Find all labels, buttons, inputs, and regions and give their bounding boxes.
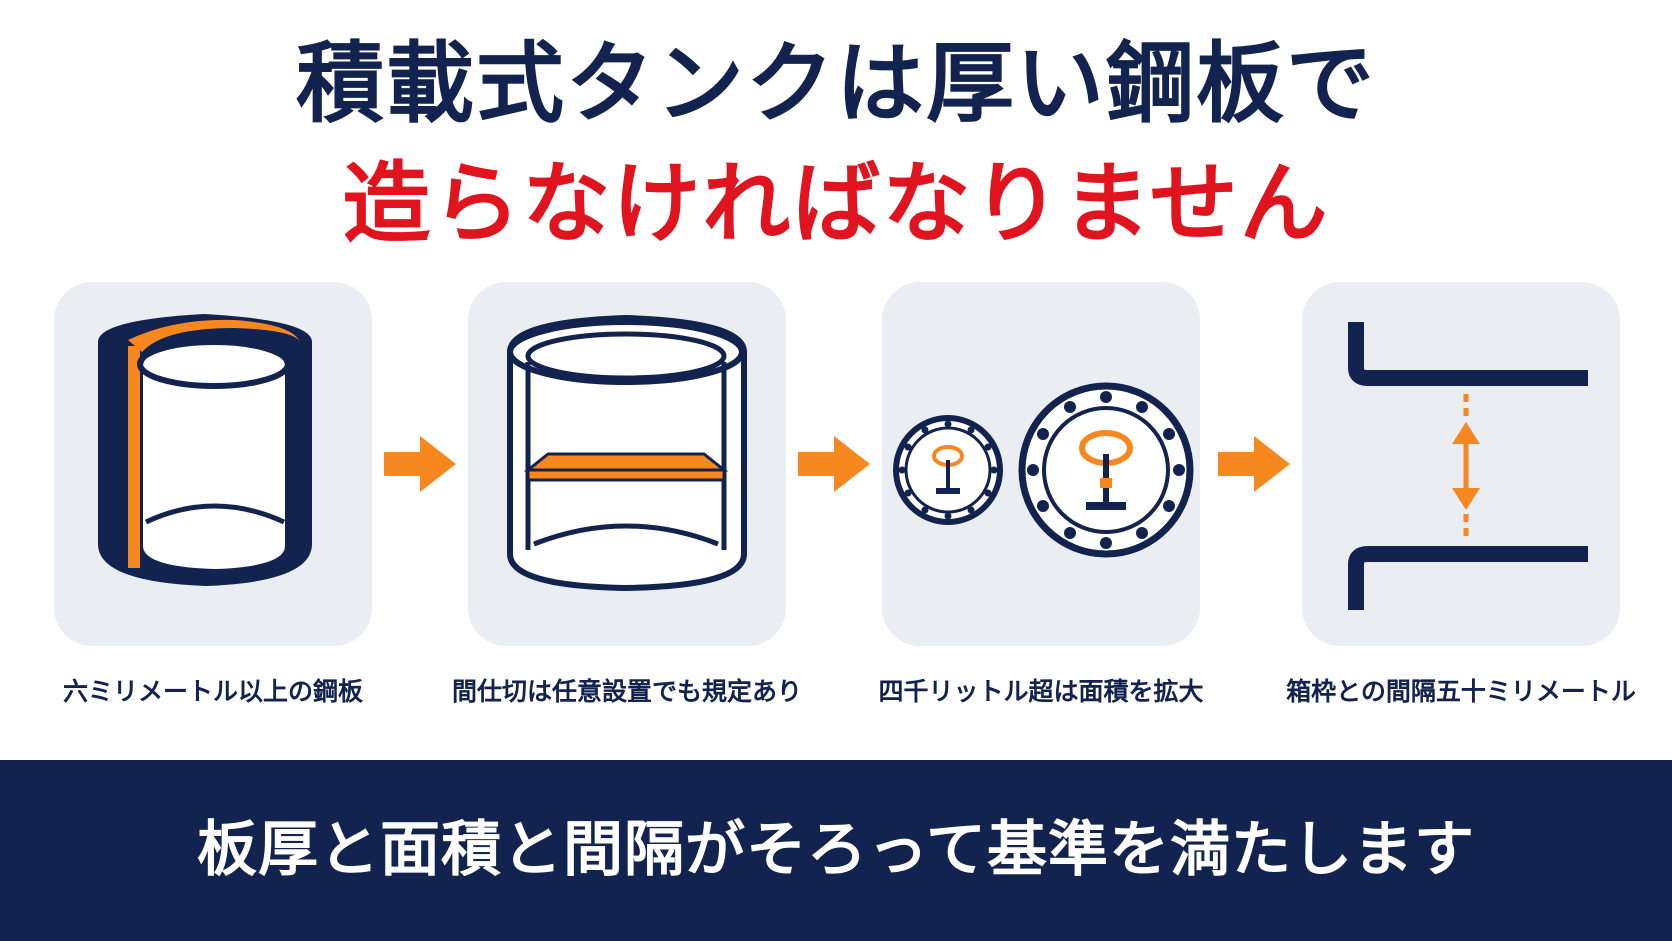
arrow-right-icon — [798, 436, 870, 492]
step-2-panel — [468, 282, 786, 646]
manhole-valve-icon — [893, 382, 1194, 558]
step-4-caption: 箱枠との間隔五十ミリメートル — [1286, 677, 1636, 706]
title-line-2: 造らなければなりません — [342, 152, 1330, 255]
step-2-caption: 間仕切は任意設置でも規定あり — [451, 677, 802, 706]
step-4-panel — [1302, 282, 1620, 646]
step-1-panel — [54, 282, 372, 646]
clearance-gap-icon — [1348, 322, 1588, 610]
thick-steel-cylinder-icon — [98, 314, 312, 586]
small-manhole-icon — [893, 415, 1003, 525]
footer-band: 板厚と面積と間隔がそろって基準を満たします — [0, 760, 1672, 941]
arrow-right-icon — [1218, 436, 1290, 492]
arrow-right-icon — [384, 436, 456, 492]
step-1-caption: 六ミリメートル以上の鋼板 — [62, 677, 363, 706]
partition-tank-icon — [507, 314, 747, 592]
footer-text: 板厚と面積と間隔がそろって基準を満たします — [197, 815, 1475, 885]
large-manhole-icon — [1018, 382, 1194, 558]
step-3-caption: 四千リットル超は面積を拡大 — [878, 677, 1204, 706]
step-3-panel — [882, 282, 1200, 646]
title-line-1: 積載式タンクは厚い鋼板で — [295, 32, 1376, 135]
